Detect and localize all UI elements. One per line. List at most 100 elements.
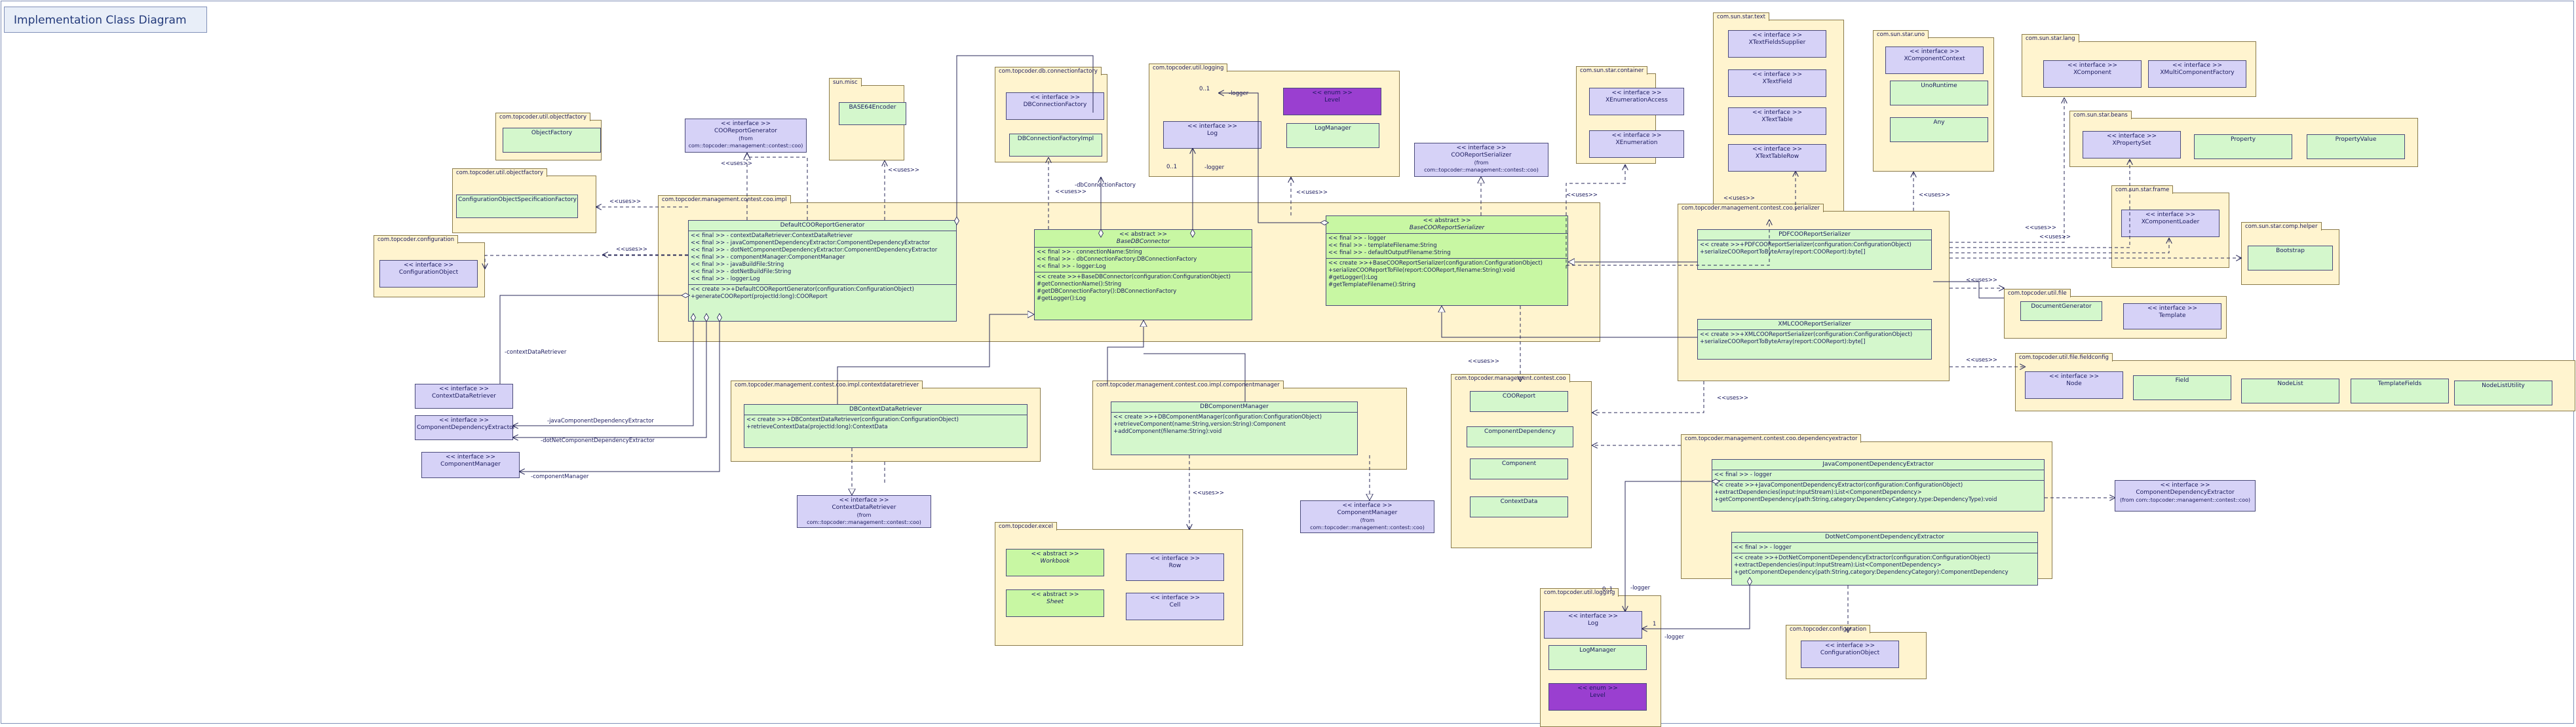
class-header: Field — [2134, 376, 2231, 386]
class-pdf-serializer[interactable]: PDFCOOReportSerializer<< create >>+PDFCO… — [1697, 229, 1932, 270]
package-label: com.topcoder.db.connectionfactory — [995, 67, 1102, 75]
class-xcomponentloader[interactable]: << interface >>XComponentLoader — [2121, 210, 2220, 237]
class-db-context-retriever[interactable]: DBContextDataRetriever<< create >>+DBCon… — [744, 404, 1028, 448]
operation: +addComponent(filename:String):void — [1113, 428, 1222, 435]
edge-label: -logger — [1229, 90, 1249, 97]
class-base64encoder[interactable]: BASE64Encoder — [839, 102, 906, 125]
package-label: com.topcoder.util.objectfactory — [495, 113, 590, 121]
class-header: DefaultCOOReportGenerator — [689, 221, 956, 231]
class-context-retriever-iface[interactable]: << interface >>ContextDataRetriever — [415, 384, 513, 409]
operation-list: << create >>+DBContextDataRetriever(conf… — [744, 415, 1027, 432]
class-dbconnectionfactoryimpl[interactable]: DBConnectionFactoryImpl — [1009, 134, 1102, 157]
class-xml-serializer[interactable]: XMLCOOReportSerializer<< create >>+XMLCO… — [1697, 319, 1932, 360]
package-label: com.topcoder.management.contest.coo.impl… — [731, 381, 923, 389]
attribute-list: << final >> - logger — [1712, 470, 2044, 480]
class-name: NodeList — [2277, 381, 2303, 387]
class-java-extractor[interactable]: JavaComponentDependencyExtractor<< final… — [1712, 459, 2045, 512]
class-xtextfield[interactable]: << interface >>XTextField — [1728, 69, 1826, 97]
class-header: << interface >>XComponentLoader — [2122, 210, 2219, 227]
class-name: DotNetComponentDependencyExtractor — [1824, 534, 1945, 540]
operation-list: << create >>+DBComponentManager(configur… — [1111, 412, 1357, 437]
class-name: XTextTableRow — [1755, 153, 1799, 160]
class-dotnet-extractor[interactable]: DotNetComponentDependencyExtractor << fin… — [1731, 532, 2038, 586]
class-origin: (from com::topcoder::management::contest… — [1310, 517, 1425, 531]
attribute: << final >> - dbConnectionFactory:DBConn… — [1037, 256, 1197, 263]
edge-label: -dotNetComponentDependencyExtractor — [541, 438, 655, 444]
class-xenumerationaccess[interactable]: << interface >>XEnumerationAccess — [1589, 88, 1684, 115]
class-log2[interactable]: << interface >>Log — [1544, 611, 1642, 639]
class-xenumeration[interactable]: << interface >>XEnumeration — [1589, 130, 1684, 158]
class-coo-report-serializer-iface[interactable]: << interface >>COOReportSerializer(from … — [1414, 143, 1548, 177]
class-header: COOReport — [1471, 392, 1567, 401]
edge-label: <<uses>> — [2039, 234, 2071, 240]
class-unoruntime[interactable]: UnoRuntime — [1890, 81, 1988, 105]
class-header: XMLCOOReportSerializer — [1698, 320, 1931, 329]
class-name: UnoRuntime — [1921, 83, 1957, 89]
class-base-db-connector[interactable]: << abstract >>BaseDBConnector<< final >>… — [1034, 229, 1252, 320]
operation-list: << create >>+PDFCOOReportSerializer(conf… — [1698, 240, 1931, 257]
class-xtexttablerow[interactable]: << interface >>XTextTableRow — [1728, 144, 1826, 172]
class-cell[interactable]: << interface >>Cell — [1126, 593, 1224, 620]
class-component[interactable]: Component — [1470, 458, 1568, 479]
stereotype: << interface >> — [720, 121, 771, 127]
stereotype: << interface >> — [438, 386, 490, 392]
package-label: com.topcoder.management.contest.coo.depe… — [1681, 434, 1862, 443]
class-header: << enum >>Level — [1284, 88, 1381, 105]
class-nodelistutility[interactable]: NodeListUtility — [2454, 381, 2552, 405]
class-xpropertyset[interactable]: << interface >>XPropertySet — [2083, 131, 2181, 158]
relationship-line — [1950, 160, 2130, 248]
operation-list: << create >>+DotNetComponentDependencyEx… — [1732, 553, 2037, 578]
operation: +serializeCOOReportToByteArray(report:CO… — [1700, 339, 1866, 345]
class-name: Level — [1590, 692, 1605, 699]
class-templatefields[interactable]: TemplateFields — [2351, 379, 2449, 403]
class-cooreport[interactable]: COOReport — [1470, 391, 1568, 412]
class-workbook[interactable]: << abstract >>Workbook — [1006, 549, 1104, 576]
class-xmulticomponentfactory[interactable]: << interface >>XMultiComponentFactory — [2148, 60, 2246, 88]
class-component-dependency-extractor-from[interactable]: << interface >>ComponentDependencyExtrac… — [2115, 480, 2256, 512]
class-context-retriever-from[interactable]: << interface >>ContextDataRetriever(from… — [797, 495, 931, 528]
operation: +generateCOOReport(projectId:long):COORe… — [691, 293, 828, 300]
class-default-generator[interactable]: DefaultCOOReportGenerator<< final >> - c… — [688, 220, 957, 322]
package-label: com.topcoder.excel — [995, 522, 1057, 531]
class-name: XMLCOOReportSerializer — [1778, 321, 1851, 327]
edge-label: <<uses>> — [721, 160, 752, 167]
class-component-dependency-extractor-iface[interactable]: << interface >>ComponentDependencyExtrac… — [415, 415, 515, 440]
class-field[interactable]: Field — [2133, 375, 2231, 400]
class-xcomponentcontext[interactable]: << interface >>XComponentContext — [1885, 47, 1984, 74]
class-row[interactable]: << interface >>Row — [1126, 553, 1224, 581]
class-document-generator[interactable]: DocumentGenerator — [2020, 301, 2102, 321]
class-dbconnectionfactory[interactable]: << interface >>DBConnectionFactory — [1006, 92, 1104, 120]
class-nodelist[interactable]: NodeList — [2241, 379, 2339, 403]
class-sheet[interactable]: << abstract >>Sheet — [1006, 589, 1104, 617]
class-header: ConfigurationObjectSpecificationFactory — [457, 195, 577, 205]
class-logmanager2[interactable]: LogManager — [1548, 645, 1647, 670]
class-coo-report-generator-iface[interactable]: << interface >>COOReportGenerator(from c… — [685, 119, 807, 153]
class-component-manager-from[interactable]: << interface >>ComponentManager(from com… — [1300, 500, 1434, 533]
class-any[interactable]: Any — [1890, 117, 1988, 142]
class-xtexttable[interactable]: << interface >>XTextTable — [1728, 107, 1826, 135]
class-component-manager-iface[interactable]: << interface >>ComponentManager — [421, 452, 520, 478]
stereotype: << interface >> — [1752, 32, 1803, 39]
class-node[interactable]: << interface >>Node — [2025, 371, 2123, 399]
class-header: Any — [1891, 118, 1988, 128]
class-level2[interactable]: << enum >>Level — [1548, 683, 1647, 711]
class-xtextfieldssupplier[interactable]: << interface >>XTextFieldsSupplier — [1728, 30, 1826, 58]
class-xcomponent[interactable]: << interface >>XComponent — [2043, 60, 2142, 88]
class-component-dependency[interactable]: ComponentDependency — [1467, 426, 1573, 447]
class-property[interactable]: Property — [2194, 134, 2292, 159]
class-template[interactable]: << interface >>Template — [2123, 303, 2221, 329]
operation: #getLogger():Log — [1328, 274, 1378, 281]
class-bootstrap[interactable]: Bootstrap — [2248, 246, 2333, 270]
class-contextdata[interactable]: ContextData — [1470, 496, 1568, 517]
class-name: Node — [2066, 381, 2082, 387]
class-config-spec-factory[interactable]: ConfigurationObjectSpecificationFactory — [456, 195, 578, 218]
class-propertyvalue[interactable]: PropertyValue — [2307, 134, 2405, 159]
class-configuration-object[interactable]: << interface >>ConfigurationObject — [379, 260, 478, 288]
class-db-component-manager[interactable]: DBComponentManager<< create >>+DBCompone… — [1111, 401, 1358, 455]
attribute-list: << final >> - logger — [1732, 542, 2037, 553]
class-objectfactory[interactable]: ObjectFactory — [503, 128, 601, 153]
class-base-coo-serializer[interactable]: << abstract >>BaseCOOReportSerializer<< … — [1326, 215, 1568, 306]
class-name: XTextField — [1762, 79, 1792, 85]
class-configuration-object2[interactable]: << interface >>ConfigurationObject — [1801, 641, 1899, 668]
class-header: << interface >>DBConnectionFactory — [1007, 93, 1104, 110]
